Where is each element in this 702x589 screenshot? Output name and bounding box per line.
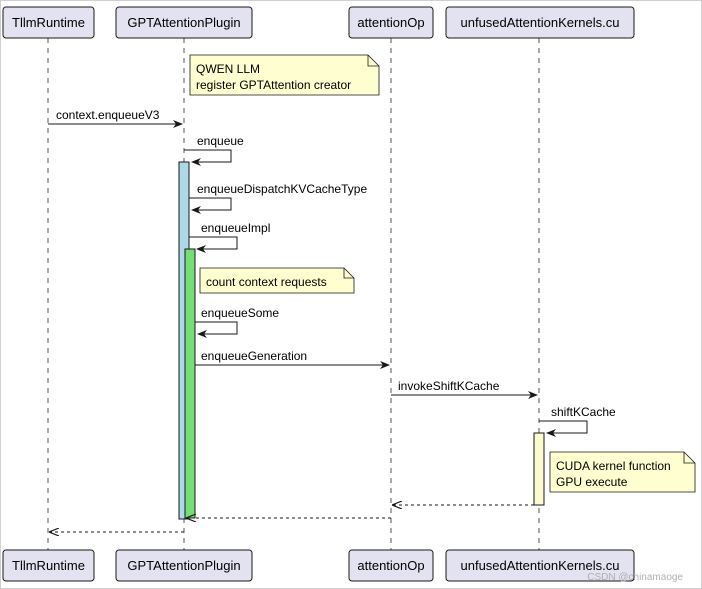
participant-label: attentionOp [357,558,424,573]
note-line: CUDA kernel function [556,459,671,473]
message-label: enqueueSome [201,306,279,320]
participant-unfusedattentionkernels-bottom: unfusedAttentionKernels.cu [445,549,635,582]
participant-label: TllmRuntime [12,558,85,573]
participant-label: TllmRuntime [12,15,85,30]
note-line: count context requests [206,275,327,289]
message-shiftkcache: shiftKCache [539,405,616,437]
note-line: QWEN LLM [196,62,260,76]
note-count-context-requests: count context requests [199,267,355,294]
message-enqueuegeneration: enqueueGeneration [195,349,390,369]
message-enqueue: enqueue [184,134,244,166]
activation-bar-green [184,248,196,519]
note-line: register GPTAttention creator [196,78,351,92]
participant-label: attentionOp [357,15,424,30]
note-line: GPU execute [556,475,628,489]
message-enqueuedispatchkvcachetype: enqueueDispatchKVCacheType [189,182,367,214]
message-label: enqueueDispatchKVCacheType [197,182,367,196]
participant-label: GPTAttentionPlugin [127,558,240,573]
message-label: enqueueImpl [201,221,270,235]
message-label: enqueue [197,134,244,148]
message-label: context.enqueueV3 [56,108,160,122]
participant-gptattentionplugin-bottom: GPTAttentionPlugin [115,549,253,582]
participant-gptattentionplugin-top: GPTAttentionPlugin [115,6,253,39]
activation-bar-yellow [533,432,545,506]
participant-label: unfusedAttentionKernels.cu [461,15,620,30]
participant-tllmruntime-top: TllmRuntime [2,6,95,39]
participant-label: GPTAttentionPlugin [127,15,240,30]
participant-attentionop-bottom: attentionOp [348,549,434,582]
message-context-enqueuev3: context.enqueueV3 [48,108,183,128]
watermark-text: CSDN @chinamaoge [587,572,683,583]
message-enqueueimpl: enqueueImpl [189,221,270,253]
message-label: invokeShiftKCache [398,379,500,393]
note-cuda-kernel: CUDA kernel function GPU execute [549,451,696,493]
participant-attentionop-top: attentionOp [348,6,434,39]
message-label: enqueueGeneration [201,349,307,363]
note-qwen-llm: QWEN LLM register GPTAttention creator [189,54,380,96]
message-invokeshiftkcache: invokeShiftKCache [391,379,538,399]
participant-label: unfusedAttentionKernels.cu [461,558,620,573]
participant-unfusedattentionkernels-top: unfusedAttentionKernels.cu [445,6,635,39]
message-label: shiftKCache [551,405,616,419]
message-enqueuesome: enqueueSome [195,306,279,338]
participant-tllmruntime-bottom: TllmRuntime [2,549,95,582]
